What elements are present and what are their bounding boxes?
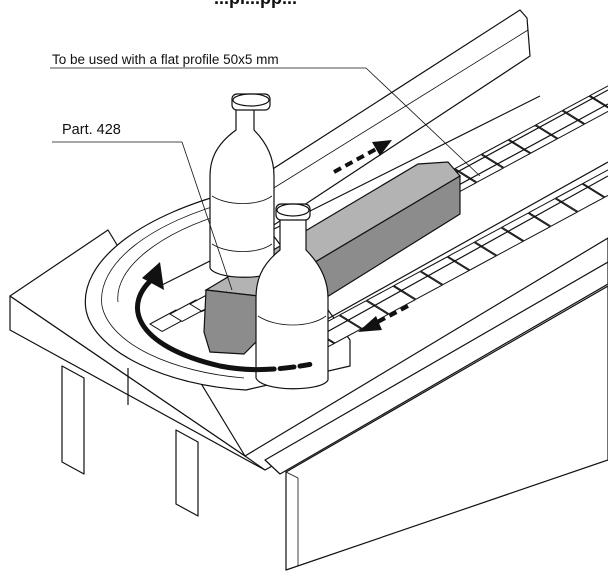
lower-track-slat [366, 285, 416, 315]
upper-track-slat [535, 110, 585, 139]
backward-arrow [358, 304, 409, 332]
bottle-rear [209, 93, 275, 278]
upper-track-slat [589, 85, 608, 108]
support-legs [61, 261, 608, 571]
leader-lines [50, 67, 481, 291]
lower-track-slat [501, 212, 551, 242]
forward-arrow [333, 140, 392, 174]
rotation-arrow [135, 262, 315, 373]
upper-track-slat [508, 124, 558, 154]
upper-track-slat [481, 139, 531, 169]
lower-track-slat [528, 198, 578, 227]
cropped-title: ...pl...pp... [214, 0, 297, 9]
lower-track-slat [447, 241, 497, 271]
lower-track-slat [339, 300, 389, 329]
upper-track-slat [454, 154, 504, 183]
lower-track-slat [555, 183, 605, 213]
bottle-front [255, 203, 329, 390]
upper-track-slat [562, 95, 608, 125]
lower-track-slat [420, 256, 470, 286]
profile-note-label: To be used with a flat profile 50x5 mm [52, 52, 279, 67]
lower-track-slat [474, 227, 524, 256]
lower-track-slat [393, 271, 443, 300]
part-label: Part. 428 [62, 122, 121, 138]
